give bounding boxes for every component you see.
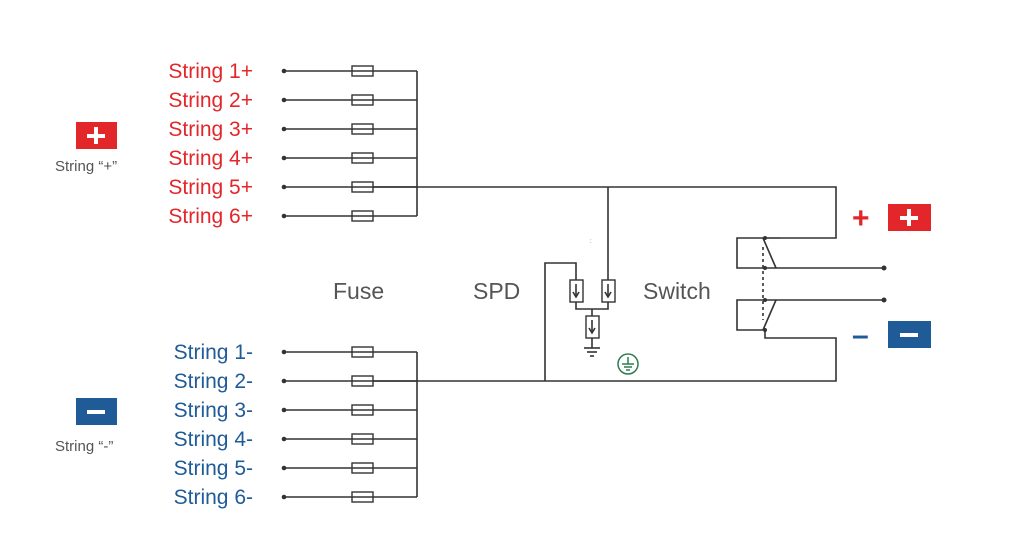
output-plus-badge-icon (888, 204, 931, 231)
plus-badge-icon (76, 122, 117, 149)
negative-string-4: String 4- (174, 428, 417, 451)
fuse-icon (351, 152, 374, 164)
ground-icon (584, 347, 600, 357)
positive-string-wires: String 1+ String 2+ String 3+ String 4+ Stri… (168, 60, 417, 228)
positive-string-label: String 2+ (168, 89, 253, 112)
switch-section-label: Switch (643, 278, 711, 304)
positive-string-6: String 6+ (168, 205, 417, 228)
negative-string-label: String 4- (174, 428, 253, 451)
positive-string-label: String 5+ (168, 176, 253, 199)
negative-string-1: String 1- (174, 341, 417, 364)
positive-string-2: String 2+ (168, 89, 417, 112)
string-plus-label: String “+” (55, 158, 117, 175)
positive-string-label: String 6+ (168, 205, 253, 228)
svg-text::: : (590, 239, 592, 245)
fuse-icon (351, 346, 374, 358)
minus-badge-icon (76, 398, 117, 425)
negative-string-label: String 6- (174, 486, 253, 509)
negative-main-line (373, 337, 837, 382)
positive-output-terminal (881, 265, 887, 271)
positive-main-line (373, 186, 837, 239)
spd-surge-protector: : (544, 187, 616, 381)
negative-string-6: String 6- (174, 486, 417, 509)
fuse-icon (351, 375, 374, 387)
protective-earth-icon (617, 353, 639, 375)
positive-string-5: String 5+ (168, 176, 417, 199)
fuse-icon (351, 123, 374, 135)
fuse-icon (351, 210, 374, 222)
fuse-section-label: Fuse (333, 278, 384, 304)
fuse-icon (351, 404, 374, 416)
fuse-icon (351, 433, 374, 445)
positive-string-label: String 3+ (168, 118, 253, 141)
spd-section-label: SPD (473, 278, 520, 304)
negative-string-wires: String 1- String 2- String 3- String 4- Stri… (174, 341, 417, 509)
fuse-icon (351, 462, 374, 474)
negative-string-label: String 2- (174, 370, 253, 393)
positive-string-4: String 4+ (168, 147, 417, 170)
positive-string-3: String 3+ (168, 118, 417, 141)
negative-string-3: String 3- (174, 399, 417, 422)
output-minus-sign: – (852, 319, 869, 352)
positive-string-label: String 1+ (168, 60, 253, 83)
negative-string-label: String 5- (174, 457, 253, 480)
fuse-icon (351, 65, 374, 77)
fuse-icon (351, 94, 374, 106)
negative-string-label: String 3- (174, 399, 253, 422)
fuse-icon (351, 181, 374, 193)
output-plus-sign: + (852, 202, 870, 235)
output-minus-badge-icon (888, 321, 931, 348)
fuse-icon (351, 491, 374, 503)
string-minus-label: String “-” (55, 438, 113, 455)
negative-output-terminal (881, 297, 887, 303)
negative-string-5: String 5- (174, 457, 417, 480)
dc-isolator-switch (736, 236, 887, 339)
positive-string-label: String 4+ (168, 147, 253, 170)
negative-string-label: String 1- (174, 341, 253, 364)
positive-string-1: String 1+ (168, 60, 417, 83)
